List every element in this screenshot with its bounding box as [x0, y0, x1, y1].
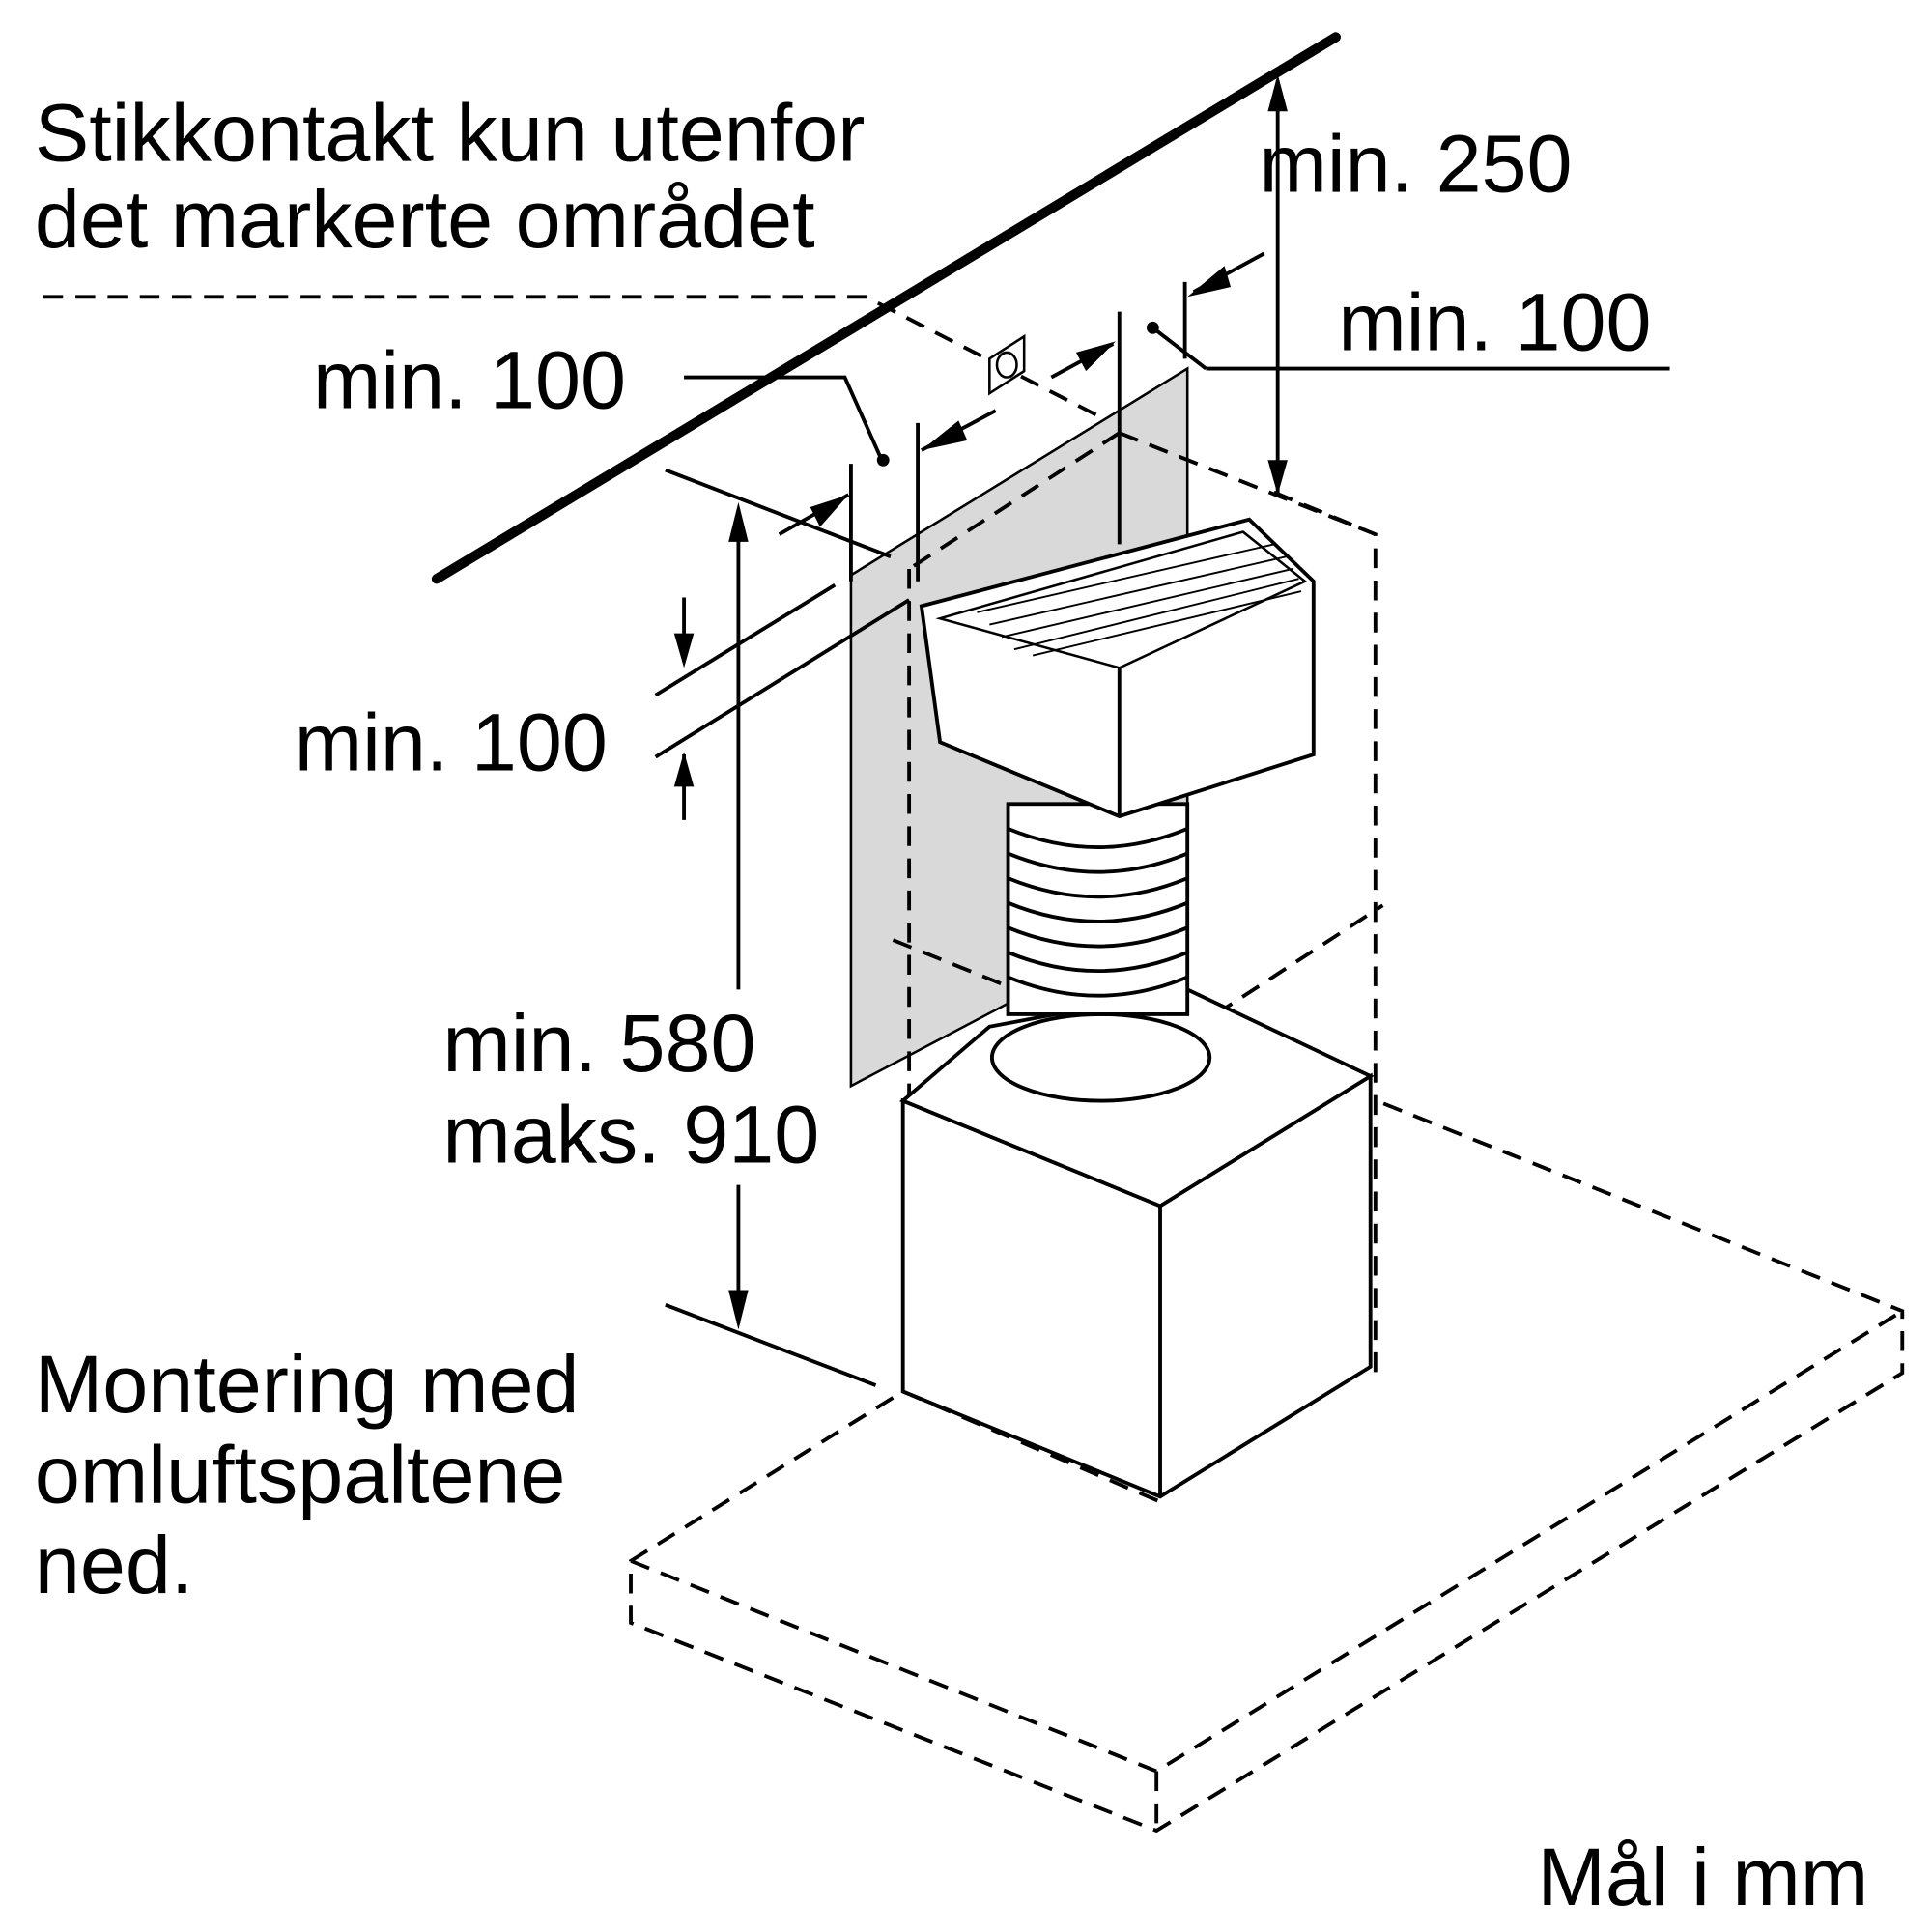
- socket-icon: [988, 333, 1026, 396]
- dim-left-side-label: min. 100: [313, 335, 626, 426]
- mounting-note-line2: omluftspaltene: [35, 1430, 566, 1520]
- marked-area-boundary: [43, 295, 1121, 429]
- cooktop-outline: [629, 1101, 1905, 1833]
- units-note: Mål i mm: [1538, 1832, 1869, 1922]
- mounting-note-line3: ned.: [35, 1520, 193, 1610]
- dim-height-max-label: maks. 910: [442, 1090, 819, 1180]
- dim-ceiling-label: min. 250: [1259, 118, 1572, 209]
- chimney-outline: [892, 431, 1384, 1497]
- socket-note-line1: Stikkontakt kun utenfor: [35, 87, 866, 178]
- recirculation-filter: [919, 517, 1316, 819]
- flexible-duct: [989, 802, 1212, 1103]
- dimension-lines: [654, 73, 1670, 1387]
- mounting-note-line1: Montering med: [35, 1339, 580, 1430]
- dim-top-filter-label: min. 100: [295, 697, 608, 788]
- dim-right-side-label: min. 100: [1338, 276, 1651, 367]
- socket-note-line2: det markerte området: [35, 174, 815, 265]
- dim-height-min-label: min. 580: [442, 998, 755, 1089]
